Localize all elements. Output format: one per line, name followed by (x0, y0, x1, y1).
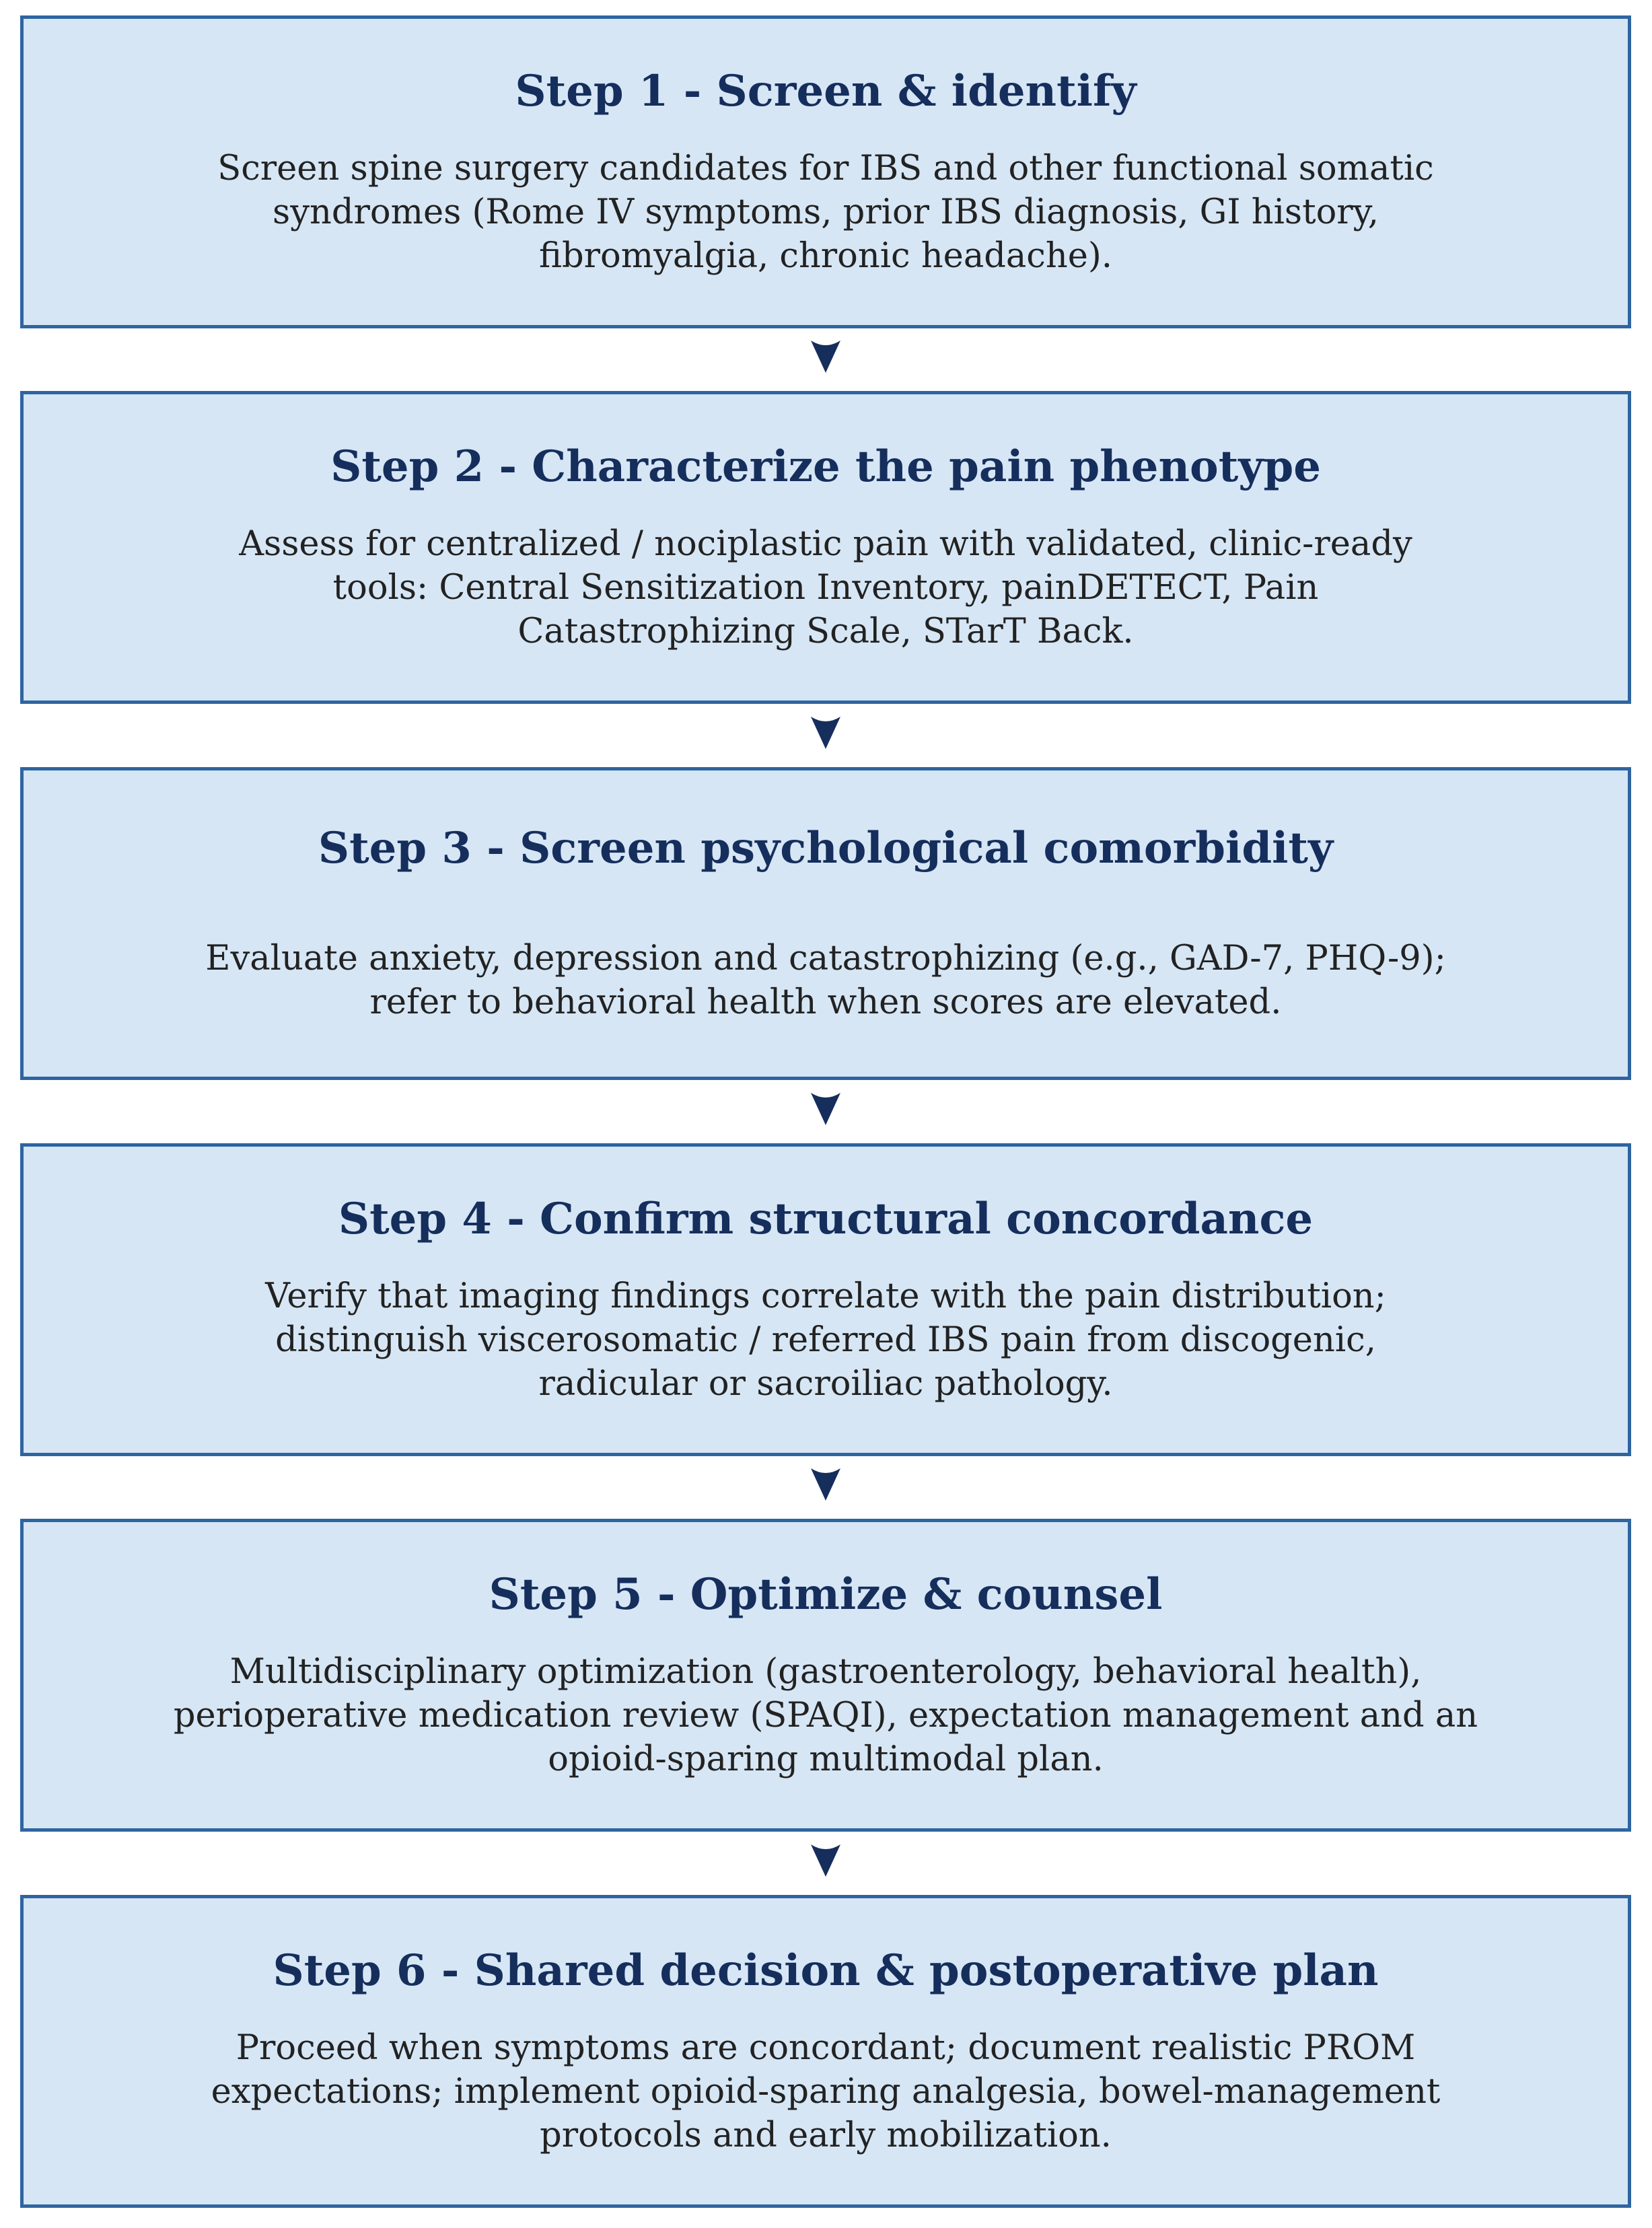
down-arrow-icon (810, 1466, 842, 1503)
down-arrow-icon (810, 1090, 842, 1128)
step-5-box: Step 5 - Optimize & counsel Multidiscipl… (20, 1519, 1631, 1832)
step-4-description: Verify that imaging findings correlate w… (265, 1277, 1386, 1404)
step-5-description: Multidisciplinary optimization (gastroen… (173, 1652, 1478, 1780)
step-1-title: Step 1 - Screen & identify (515, 65, 1137, 116)
step-3-title: Step 3 - Screen psychological comorbidit… (318, 823, 1334, 874)
step-6-description: Proceed when symptoms are concordant; do… (211, 2028, 1441, 2156)
step-1-box: Step 1 - Screen & identify Screen spine … (20, 15, 1631, 328)
step-2-box: Step 2 - Characterize the pain phenotype… (20, 391, 1631, 704)
step-6-box: Step 6 - Shared decision & postoperative… (20, 1895, 1631, 2208)
down-arrow-icon (810, 1842, 842, 1879)
down-arrow-icon (810, 338, 842, 375)
step-5-title: Step 5 - Optimize & counsel (489, 1569, 1163, 1620)
step-2-description: Assess for centralized / nociplastic pai… (239, 524, 1412, 652)
step-3-box: Step 3 - Screen psychological comorbidit… (20, 767, 1631, 1080)
step-3-description: Evaluate anxiety, depression and catastr… (205, 938, 1446, 1022)
step-1-description: Screen spine surgery candidates for IBS … (217, 149, 1434, 277)
step-2-title: Step 2 - Characterize the pain phenotype (330, 441, 1321, 492)
down-arrow-icon (810, 714, 842, 752)
step-6-title: Step 6 - Shared decision & postoperative… (273, 1945, 1379, 1996)
step-4-title: Step 4 - Confirm structural concordance (338, 1193, 1314, 1244)
step-4-box: Step 4 - Confirm structural concordance … (20, 1143, 1631, 1456)
